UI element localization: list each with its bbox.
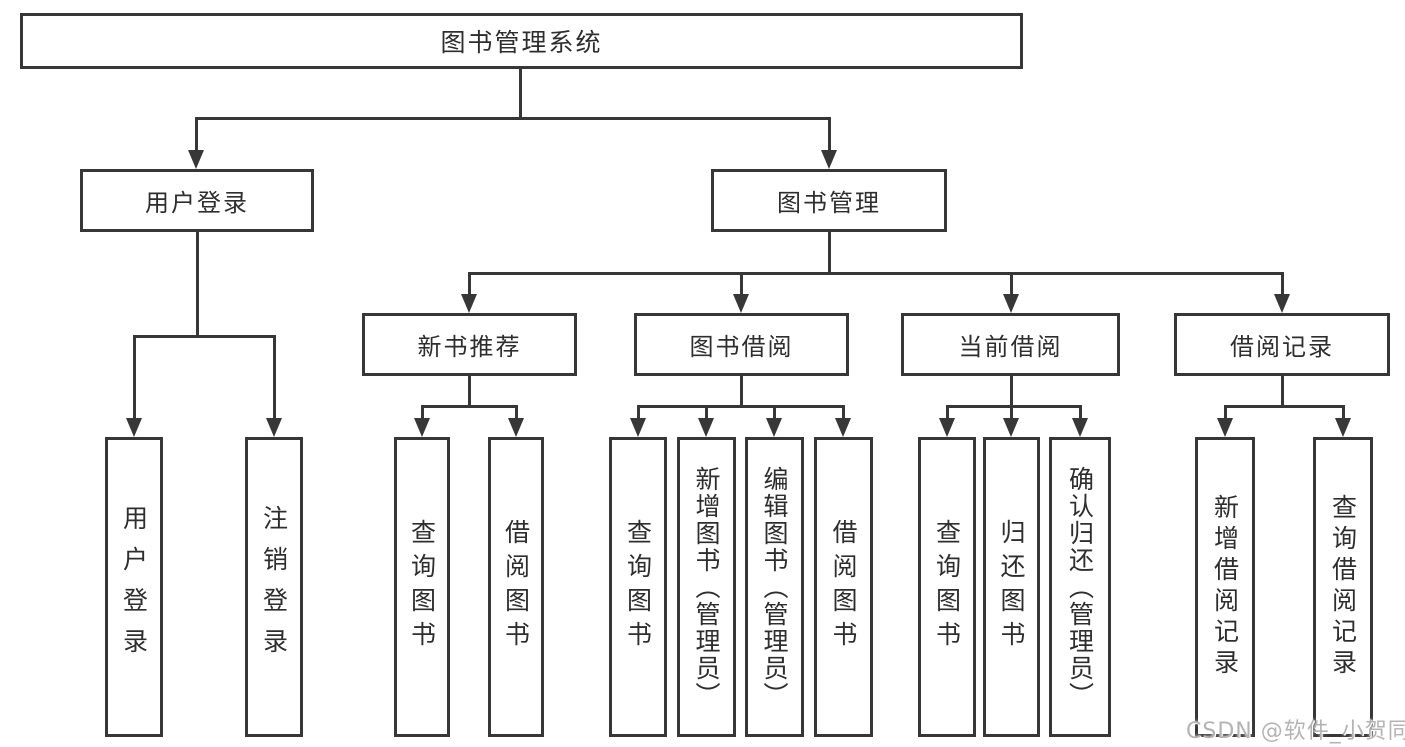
arrowhead-icon: [126, 418, 142, 437]
leaf-borrow-books-1-label: 借阅图书: [501, 519, 531, 655]
arrowhead-icon: [1274, 294, 1290, 313]
node-book-management: 图书管理: [711, 169, 947, 232]
arrowhead-icon: [733, 294, 749, 313]
connector-rail: [194, 117, 831, 120]
connector-rail: [1223, 405, 1345, 408]
leaf-query-books-3: 查询图书: [918, 437, 976, 737]
leaf-confirm-return-admin: 确认归还（管理员）: [1049, 437, 1111, 737]
leaf-borrow-books-2: 借阅图书: [814, 437, 873, 737]
leaf-confirm-return-admin-label: 确认归还（管理员）: [1065, 465, 1095, 709]
leaf-add-book-admin: 新增图书（管理员）: [677, 437, 736, 737]
leaf-query-books-1: 查询图书: [394, 437, 450, 737]
leaf-logout-label: 注销登录: [259, 505, 289, 669]
connector-stem: [827, 232, 831, 275]
leaf-borrow-books-1: 借阅图书: [488, 437, 544, 737]
connector-drop: [739, 272, 743, 297]
arrowhead-icon: [1003, 418, 1019, 437]
csdn-watermark: CSDN @软件_小贺同学: [1186, 719, 1405, 744]
connector-rail: [636, 405, 845, 408]
leaf-query-books-2-label: 查询图书: [623, 519, 653, 655]
connector-stem: [739, 376, 743, 408]
arrowhead-icon: [1003, 294, 1019, 313]
connector-stem: [195, 232, 199, 338]
connector-drop: [772, 405, 776, 421]
leaf-query-books-1-label: 查询图书: [407, 519, 437, 655]
leaf-user-login: 用户登录: [105, 437, 163, 737]
leaf-logout: 注销登录: [245, 437, 303, 737]
node-borrowing-records: 借阅记录: [1174, 313, 1390, 376]
node-book-borrowing: 图书借阅: [634, 313, 849, 376]
leaf-add-book-admin-label: 新增图书（管理员）: [692, 465, 721, 709]
connector-drop: [704, 405, 708, 421]
connector-drop: [1341, 405, 1345, 421]
leaf-query-borrow-record: 查询借阅记录: [1313, 437, 1373, 737]
leaf-return-book: 归还图书: [983, 437, 1040, 737]
leaf-edit-book-admin: 编辑图书（管理员）: [745, 437, 804, 737]
leaf-query-books-2: 查询图书: [609, 437, 667, 737]
arrowhead-icon: [1072, 418, 1088, 437]
connector-drop: [514, 405, 518, 421]
arrowhead-icon: [188, 150, 204, 169]
connector-rail: [467, 272, 1284, 275]
connector-rail: [420, 405, 518, 408]
leaf-query-borrow-record-label: 查询借阅记录: [1328, 494, 1358, 680]
connector-stem: [1280, 376, 1284, 408]
connector-drop: [1280, 272, 1284, 297]
connector-rail: [945, 405, 1082, 408]
arrowhead-icon: [630, 418, 646, 437]
connector-rail: [132, 335, 276, 338]
node-new-book-recommendation: 新书推荐: [362, 313, 577, 376]
node-user-login: 用户登录: [80, 169, 314, 232]
connector-drop: [420, 405, 424, 421]
connector-stem: [467, 376, 471, 408]
arrowhead-icon: [266, 418, 282, 437]
connector-drop: [194, 117, 198, 153]
arrowhead-icon: [821, 150, 837, 169]
connector-stem: [1009, 376, 1013, 408]
node-library-management-system: 图书管理系统: [20, 13, 1023, 69]
connector-drop: [1078, 405, 1082, 421]
leaf-return-book-label: 归还图书: [997, 519, 1026, 655]
leaf-user-login-label: 用户登录: [119, 505, 149, 669]
connector-drop: [272, 335, 276, 421]
arrowhead-icon: [939, 418, 955, 437]
connector-drop: [827, 117, 831, 153]
arrowhead-icon: [461, 294, 477, 313]
connector-drop: [1009, 272, 1013, 297]
leaf-add-borrow-record: 新增借阅记录: [1195, 437, 1255, 737]
arrowhead-icon: [414, 418, 430, 437]
arrowhead-icon: [508, 418, 524, 437]
connector-stem: [518, 69, 522, 120]
arrowhead-icon: [766, 418, 782, 437]
arrowhead-icon: [1217, 418, 1233, 437]
leaf-borrow-books-2-label: 借阅图书: [829, 519, 858, 655]
arrowhead-icon: [835, 418, 851, 437]
leaf-edit-book-admin-label: 编辑图书（管理员）: [760, 465, 789, 709]
leaf-add-borrow-record-label: 新增借阅记录: [1210, 494, 1240, 680]
connector-drop: [841, 405, 845, 421]
arrowhead-icon: [698, 418, 714, 437]
arrowhead-icon: [1335, 418, 1351, 437]
connector-drop: [945, 405, 949, 421]
connector-drop: [132, 335, 136, 421]
node-current-borrowing: 当前借阅: [901, 313, 1120, 376]
connector-drop: [636, 405, 640, 421]
connector-drop: [467, 272, 471, 297]
connector-drop: [1009, 405, 1013, 421]
connector-drop: [1223, 405, 1227, 421]
leaf-query-books-3-label: 查询图书: [932, 519, 962, 655]
